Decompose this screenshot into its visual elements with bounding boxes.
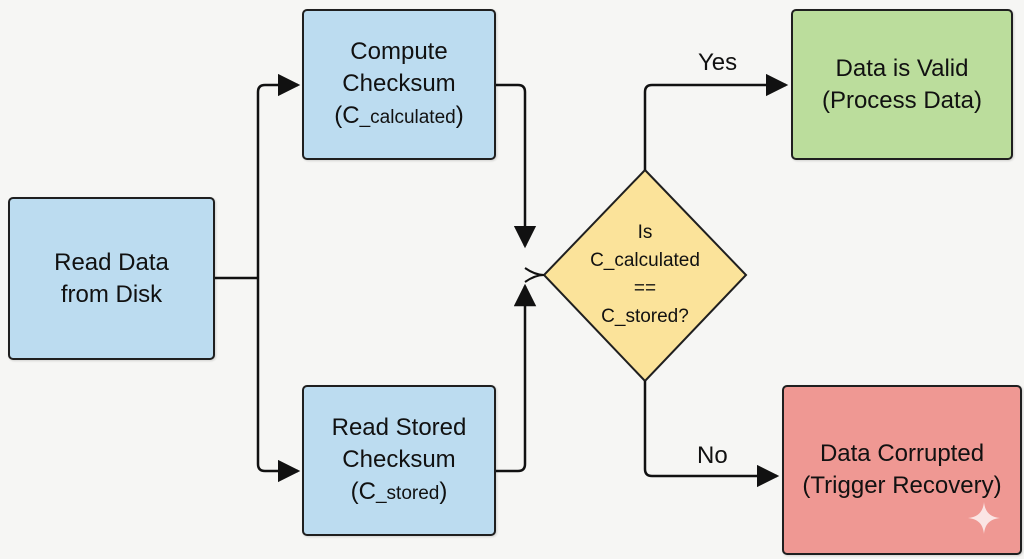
node-valid-line2: (Process Data) [821,86,983,114]
node-stored-paren-open: (C [350,477,376,505]
node-compute-paren-close: ) [455,101,464,129]
decision-line4: C_stored? [601,306,689,327]
node-corrupt-line2: (Trigger Recovery) [802,472,1002,499]
node-data-valid: Data is Valid (Process Data) [791,9,1013,160]
node-stored-paren-close: ) [439,477,448,505]
node-stored-line2: Checksum [342,445,456,473]
node-stored-line1: Read Stored [331,413,467,441]
node-compute-paren-open: (C [334,101,360,129]
decision-text: Is C_calculated == C_stored? [565,220,725,330]
node-compute-line2: Checksum [342,69,456,97]
edge-no [643,381,780,488]
edge-stored-to-decision [496,283,537,473]
decision-line2: C_calculated [590,250,700,271]
node-stored-sub: _stored [375,482,440,504]
node-compute-checksum: Compute Checksum (C_calculated) [302,9,496,160]
node-stored-line3: (C_stored) [351,476,448,510]
sparkle-icon [968,502,1000,534]
node-read-stored-checksum: Read Stored Checksum (C_stored) [302,385,496,536]
node-corrupt-line1: Data Corrupted [819,440,985,467]
node-valid-line1: Data is Valid [835,54,969,82]
node-data-corrupted: Data Corrupted (Trigger Recovery) [782,385,1022,555]
node-read-data: Read Data from Disk [8,197,215,360]
decision-line3: == [633,278,657,299]
edge-split-to-compute [256,73,301,278]
edge-split-to-stored [256,278,301,483]
node-read-data-line2: from Disk [60,280,163,308]
edge-compute-to-decision [496,83,537,249]
edge-label-no: No [697,442,728,469]
edge-yes [643,73,789,170]
node-read-data-line1: Read Data [54,248,169,276]
decision-line1: Is [637,222,653,243]
node-compute-line3: (C_calculated) [334,100,463,134]
edge-merge-to-diamond [524,267,545,283]
node-compute-line1: Compute [350,37,448,65]
edge-label-yes: Yes [698,49,738,76]
node-compute-sub: _calculated [359,106,456,128]
